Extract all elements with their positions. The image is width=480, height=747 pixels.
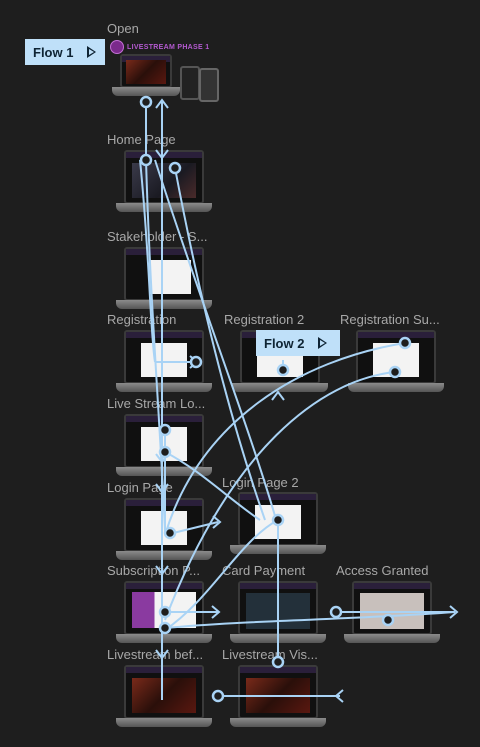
arrowhead (212, 515, 222, 529)
frame-label-livestream-before[interactable]: Livestream bef... (107, 647, 204, 662)
frame-label-open[interactable]: Open (107, 21, 139, 36)
flow-label: Flow 2 (264, 335, 305, 351)
brand-logo-icon (110, 40, 124, 54)
arrowhead (334, 689, 344, 703)
connector (154, 159, 276, 517)
arrowhead (155, 149, 169, 160)
connector-origin (139, 95, 153, 109)
frame-thumbnail-access-granted[interactable] (344, 581, 440, 643)
frame-label-access-granted[interactable]: Access Granted (336, 563, 429, 578)
arrowhead (155, 565, 169, 576)
connector (174, 167, 266, 521)
connector (164, 611, 456, 629)
frame-label-livestream-visible[interactable]: Livestream Vis... (222, 647, 318, 662)
brand-logo-text: LIVESTREAM PHASE 1 (127, 43, 210, 51)
connector-origin (158, 621, 172, 635)
frame-label-live-stream-login[interactable]: Live Stream Lo... (107, 396, 206, 411)
flow-label: Flow 1 (33, 44, 74, 60)
play-icon[interactable] (87, 46, 97, 58)
arrowhead (271, 390, 285, 401)
connector-origin (398, 336, 412, 350)
connector (139, 159, 156, 363)
frame-thumbnail-stakeholder[interactable] (116, 247, 212, 309)
arrowhead (155, 649, 169, 660)
frame-thumbnail-livestream-before[interactable] (116, 665, 212, 727)
frame-label-home[interactable]: Home Page (107, 132, 176, 147)
connector-origin (158, 445, 172, 459)
flow-start-1[interactable]: Flow 1 (25, 39, 105, 65)
connector-origin (189, 355, 203, 369)
connector-origin (168, 161, 182, 175)
connector (164, 451, 261, 521)
connector-origin (388, 365, 402, 379)
connector-origin (211, 689, 225, 703)
connector-origin (329, 605, 343, 619)
connector-origin (271, 513, 285, 527)
phone-mockup (199, 68, 219, 102)
frame-label-registration-success[interactable]: Registration Su... (340, 312, 440, 327)
frame-label-registration[interactable]: Registration (107, 312, 177, 327)
frame-thumbnail-open[interactable] (112, 54, 180, 96)
arrowhead (211, 605, 221, 619)
play-icon[interactable] (318, 337, 328, 349)
connector-origin (276, 363, 290, 377)
connector (164, 519, 279, 631)
connector (164, 371, 396, 621)
arrowhead (155, 483, 169, 494)
connector-origin (158, 605, 172, 619)
connector-origin (271, 655, 285, 669)
arrowhead (155, 98, 169, 109)
brand-logo: LIVESTREAM PHASE 1 (110, 40, 209, 54)
connector-origin (381, 613, 395, 627)
arrowhead (449, 605, 459, 619)
frame-label-subscription[interactable]: Subscription P... (107, 563, 200, 578)
connector (164, 342, 406, 536)
connector-origin (139, 153, 153, 167)
frame-label-card-payment[interactable]: Card Payment (222, 563, 306, 578)
frame-label-registration2[interactable]: Registration 2 (224, 312, 305, 327)
flow-start-2[interactable]: Flow 2 (256, 330, 340, 356)
frame-thumbnail-registration[interactable] (116, 330, 212, 392)
frame-label-login-page2[interactable]: Login Page 2 (222, 475, 299, 490)
connector-origin (158, 423, 172, 437)
connector-origin (163, 526, 177, 540)
